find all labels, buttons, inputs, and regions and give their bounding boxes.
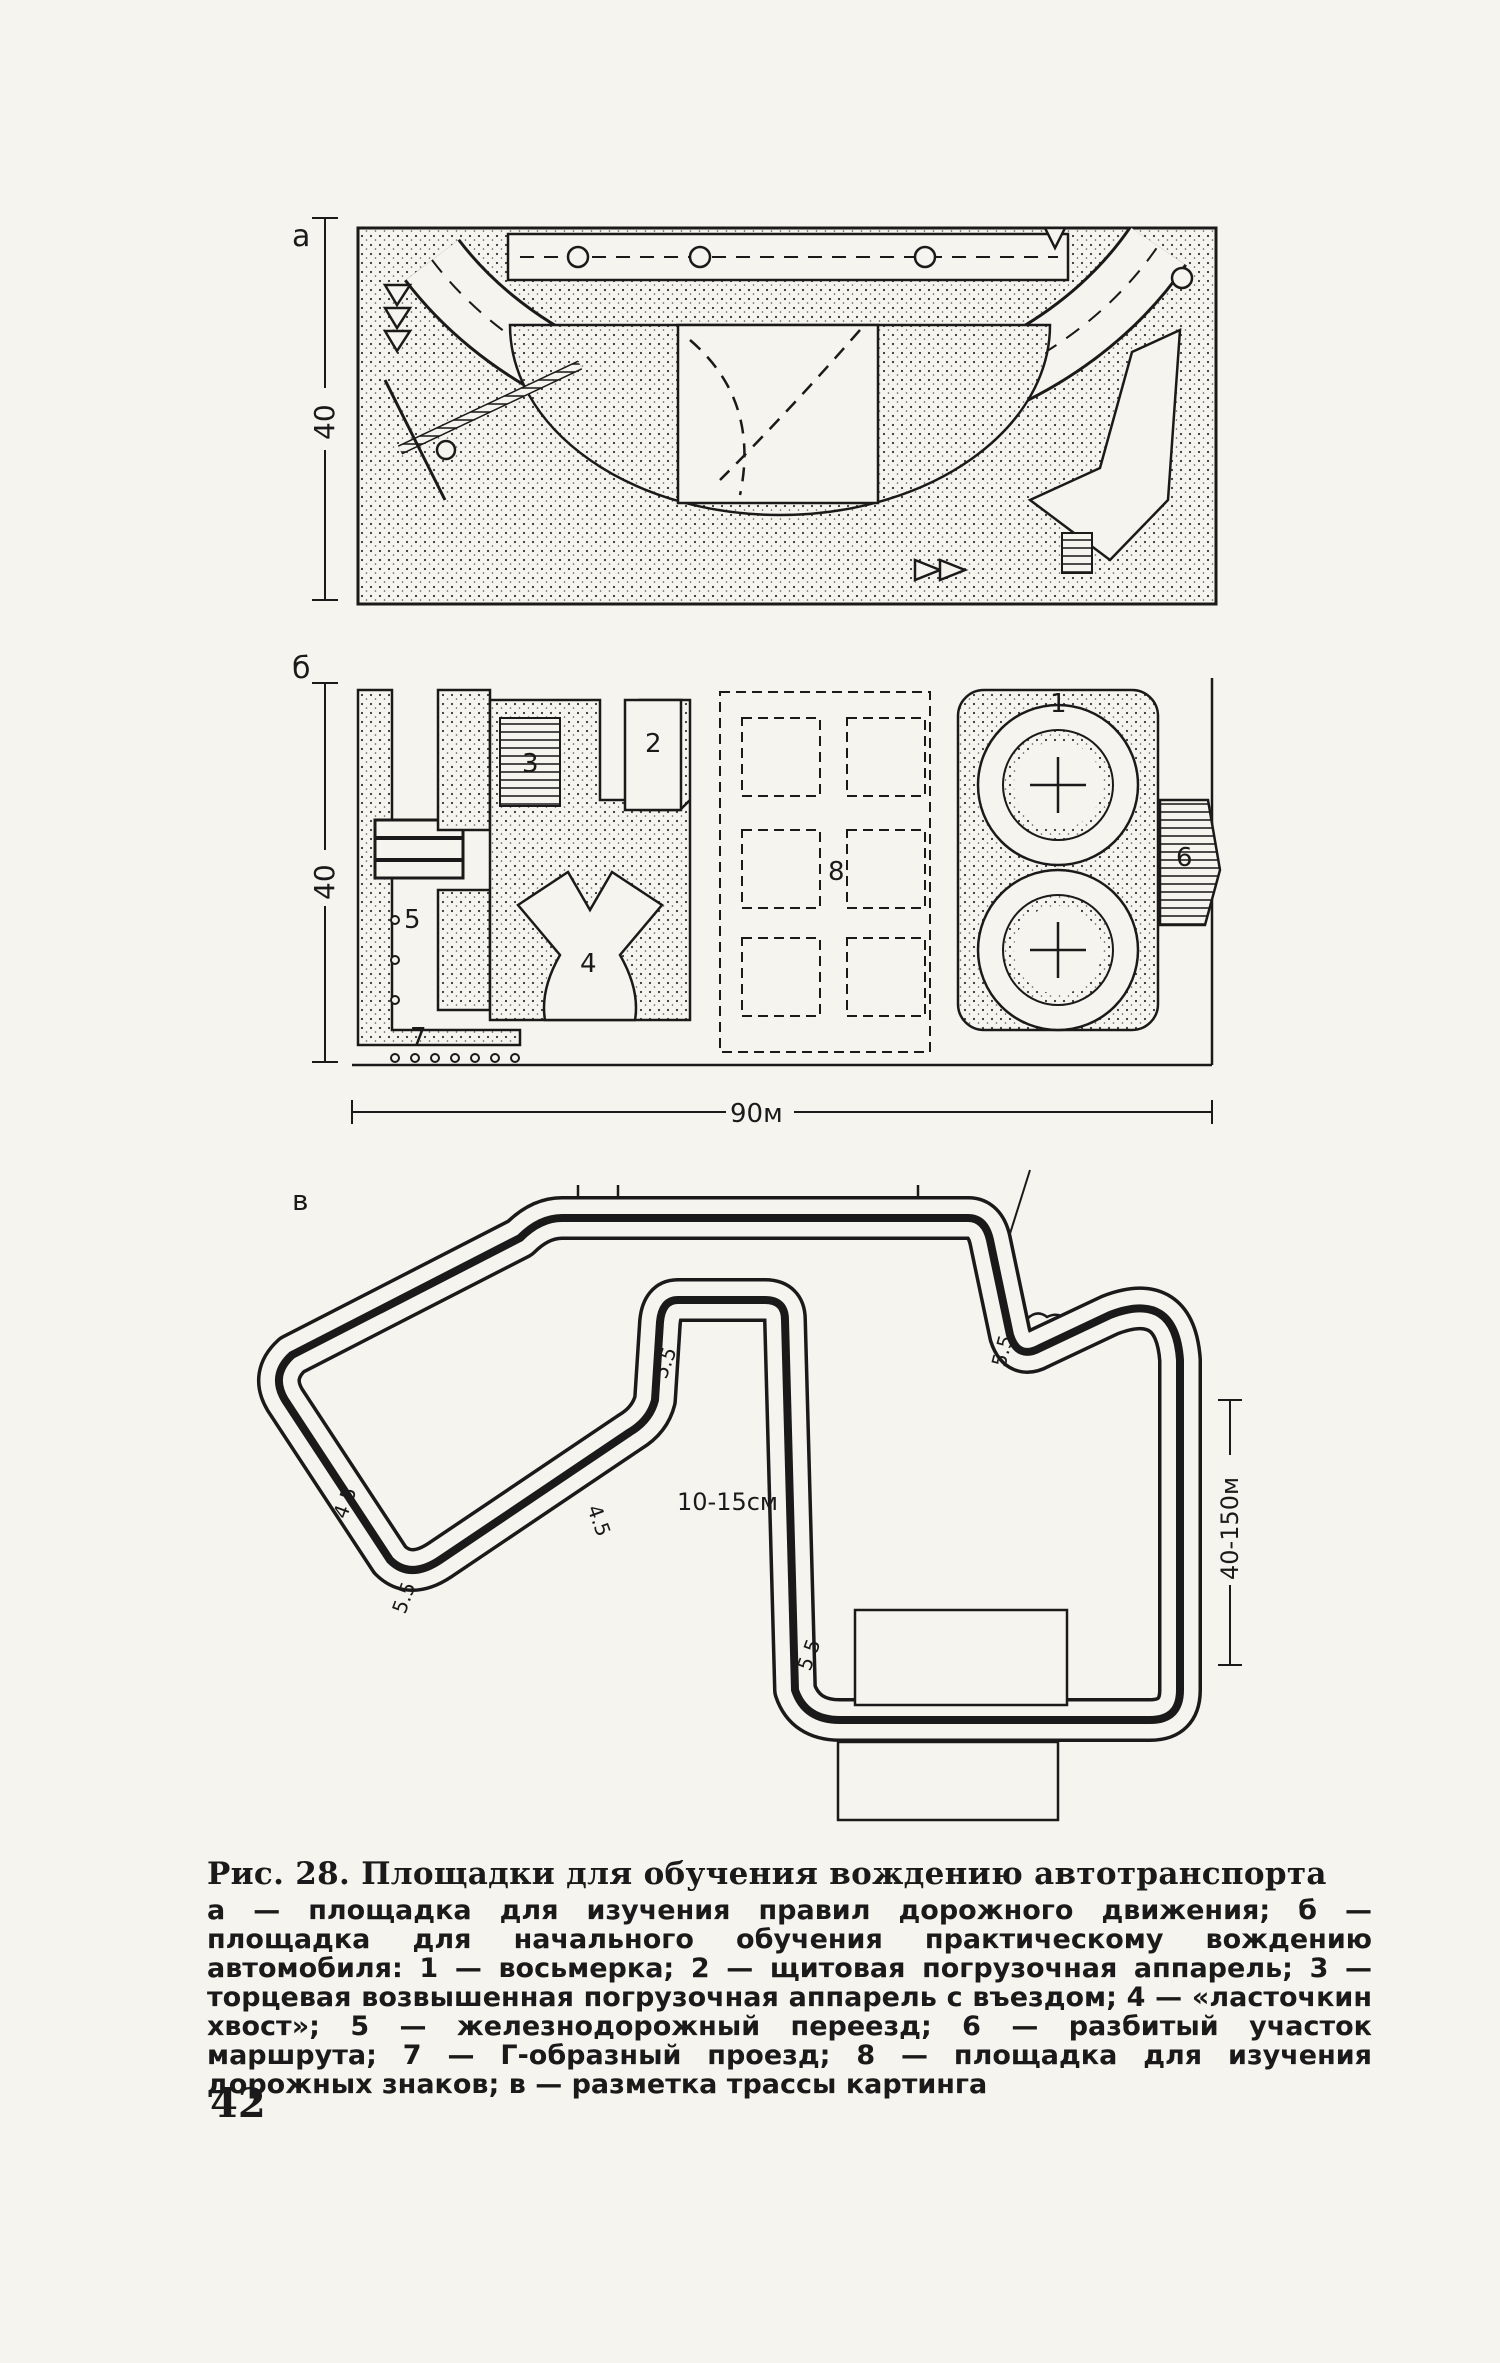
panel-a-warning-signs bbox=[382, 226, 1068, 582]
figure-28: а 40 bbox=[256, 217, 1244, 1822]
zone-3-ramp bbox=[499, 717, 561, 807]
panel-a-height-label: 40 bbox=[308, 404, 341, 440]
zone-7-markers bbox=[390, 915, 520, 1063]
kart-paddock bbox=[836, 1740, 1060, 1822]
kart-length-label: 40-150м bbox=[1216, 1477, 1244, 1580]
panel-a-letter: а bbox=[292, 219, 310, 254]
panel-b: б 40 bbox=[292, 651, 1222, 1129]
panel-a: а 40 bbox=[292, 217, 1218, 606]
zone-label-4: 4 bbox=[580, 949, 597, 979]
panel-b-height-label: 40 bbox=[308, 864, 341, 900]
zone-label-5: 5 bbox=[404, 905, 421, 935]
panel-b-width-label: 90м bbox=[730, 1099, 783, 1129]
zone-label-2: 2 bbox=[645, 729, 662, 759]
kart-pit-box bbox=[853, 1608, 1069, 1707]
zone-label-1: 1 bbox=[1050, 689, 1067, 719]
figure-caption-title: Рис. 28. Площадки для обучения вождению … bbox=[207, 1856, 1327, 1892]
kart-length-dimension: 40-150м bbox=[1216, 1399, 1244, 1666]
panel-b-width-dimension: 90м bbox=[351, 1096, 1213, 1129]
figure-caption-body: а — площадка для изучения правил дорожно… bbox=[207, 1895, 1372, 2100]
zone-4-swallowtail bbox=[516, 870, 664, 1022]
kart-width-label-4: 4.5 bbox=[582, 1502, 615, 1540]
panel-b-zone-labels: 1 2 3 4 5 6 7 8 bbox=[404, 689, 1193, 1053]
zone-label-6: 6 bbox=[1176, 843, 1193, 873]
panel-a-round-signs bbox=[435, 245, 1194, 461]
zone-label-8: 8 bbox=[828, 857, 845, 887]
panel-b-letter: б bbox=[292, 651, 311, 686]
page-number: 42 bbox=[210, 2080, 266, 2127]
zone-8-sign-grid bbox=[719, 691, 931, 1053]
zone-6-broken-road bbox=[1158, 798, 1222, 927]
zone-label-3: 3 bbox=[522, 749, 539, 779]
panel-v: в 5.5 5.5 4.5 4.5 5.5 5.5 10-15см bbox=[256, 1169, 1244, 1822]
kart-curb-label: 10-15см bbox=[677, 1488, 778, 1516]
zone-1-figure-eight bbox=[956, 688, 1160, 1032]
zone-2-ramp bbox=[623, 698, 683, 812]
zone-label-7: 7 bbox=[410, 1023, 427, 1053]
panel-v-letter: в bbox=[292, 1184, 309, 1217]
